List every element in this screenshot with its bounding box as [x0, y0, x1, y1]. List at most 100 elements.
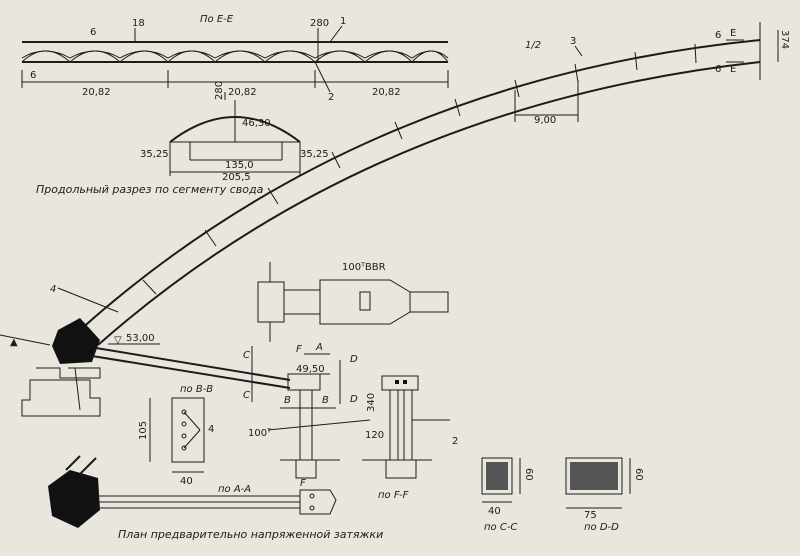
- section-dd-title: по D-D: [584, 522, 619, 533]
- jack-label: 100ᵀBBR: [342, 262, 386, 273]
- dim-6-top: 6: [90, 27, 96, 38]
- abutment-footing: [21, 379, 101, 417]
- arch-joint-8: [574, 63, 579, 83]
- arch-dim-6b: 6: [715, 64, 721, 75]
- section-dd: 60 75 по D-D: [565, 457, 644, 533]
- abutment-block: [52, 318, 100, 364]
- cc-section-hatch: [486, 462, 508, 490]
- arch-joint-5: [394, 121, 403, 140]
- tie-lower: [91, 355, 291, 389]
- support-cap: [287, 373, 321, 391]
- support-column: 49,50 F A D D B B: [280, 342, 358, 479]
- arch-joint-10: [694, 43, 697, 64]
- arch-joint-9: [634, 51, 638, 71]
- arch-joint-6: [454, 98, 461, 117]
- callout-1: 1: [340, 16, 346, 27]
- dd-section-rect: [565, 457, 623, 495]
- segment-dim-280: 280: [214, 81, 225, 100]
- elevation-53: ▽ 53,00: [108, 333, 160, 346]
- abutment-ref-line: [0, 334, 51, 346]
- jack-anchor-plate: [257, 281, 285, 323]
- section-cc-title: по С-С: [484, 522, 517, 533]
- vault-waves-inner: [21, 50, 449, 59]
- jack-cylinder: [409, 291, 449, 313]
- main-arch: 1/2 3 6 6 E E 374 9,00 4: [50, 22, 790, 346]
- bb-strand-2: [183, 429, 201, 449]
- cc-section-rect: [481, 457, 513, 495]
- section-ee: По Е-Е 6 18 280 1 6 2 20,82 20,82 20,82: [21, 14, 449, 103]
- bb-strand-1: [183, 411, 201, 431]
- support-footing: [295, 459, 317, 479]
- ff-cap-hole-1: [395, 380, 399, 384]
- dd-dim-75: 75: [584, 510, 597, 521]
- arch-joint-1: [142, 279, 157, 295]
- segment-section: 280 46,30 35,25 35,25 135,0 205,5: [140, 81, 329, 183]
- ff-cap: [381, 375, 419, 391]
- callout-2: 2: [328, 92, 334, 103]
- abutment: ▲: [0, 318, 101, 417]
- arch-dim-374: 374: [779, 30, 790, 49]
- span-2: 20,82: [228, 87, 257, 98]
- callout-3: 3: [570, 36, 576, 47]
- caption-plan: План предварительно напряженной затяжки: [118, 528, 383, 541]
- label-100t-leader: [267, 419, 371, 431]
- plan-anchor-bolt-2: [309, 505, 315, 511]
- label-b-left: B: [284, 395, 291, 406]
- dim-6-left: 6: [30, 70, 36, 81]
- ff-cap-hole-2: [403, 380, 407, 384]
- plan-anchor-bolt-1: [309, 493, 315, 499]
- vault-waves: [21, 50, 449, 63]
- arch-half-label: 1/2: [525, 40, 541, 51]
- section-cc: 60 40 по С-С: [481, 457, 534, 533]
- dim-120: 120: [365, 430, 384, 441]
- dim-340: 340: [366, 393, 377, 412]
- segment-dim-mid: 135,0: [225, 160, 254, 171]
- dd-section-hatch: [570, 462, 618, 490]
- plan-strand-a: [65, 455, 81, 471]
- plan-abutment-block: [48, 470, 100, 528]
- section-aa-title: по А-А: [218, 484, 251, 495]
- bb-dim-105: 105: [138, 421, 149, 440]
- dim-18: 18: [132, 18, 145, 29]
- plan-end-anchor: [299, 489, 337, 515]
- arch-upper-edge: [79, 39, 761, 331]
- bb-bolt-2: [181, 421, 187, 427]
- elevation-53-value: 53,00: [126, 333, 155, 344]
- callout-4-leader: [57, 287, 119, 313]
- bb-bolt-4: [181, 445, 187, 451]
- callout-3-leader: [574, 45, 583, 57]
- prestressed-tie: C C: [91, 346, 291, 402]
- bb-bolt-3: [181, 433, 187, 439]
- label-e-bottom: E: [730, 64, 736, 75]
- label-d-top: D: [350, 354, 358, 365]
- label-b-right: B: [322, 395, 329, 406]
- callout-4-arch: 4: [50, 284, 56, 295]
- section-ff: 340 120 по F-F 2: [362, 375, 458, 501]
- abutment-arrow: ▲: [10, 337, 18, 348]
- jack-piston: [359, 291, 371, 311]
- dim-900: 9,00: [534, 115, 556, 126]
- bb-dim-40: 40: [180, 476, 193, 487]
- elevation-53-marker: ▽: [114, 335, 122, 346]
- bb-plate: [171, 397, 205, 463]
- cc-dim-40: 40: [488, 506, 501, 517]
- caption-longitudinal-section: Продольный разрез по сегменту свода: [36, 183, 264, 196]
- label-f: F: [296, 344, 302, 355]
- tie-upper: [95, 347, 291, 381]
- label-e-top: E: [730, 28, 736, 39]
- section-aa-plan: по А-А F: [48, 455, 337, 528]
- dim-280: 280: [310, 18, 329, 29]
- label-a: A: [315, 342, 323, 353]
- arch-joint-4: [331, 151, 341, 169]
- callout-2-support: 2: [452, 436, 458, 447]
- label-f-plan: F: [300, 478, 306, 489]
- dd-dim-60: 60: [633, 468, 644, 481]
- span-3: 20,82: [372, 87, 401, 98]
- label-c-bottom: C: [243, 390, 250, 401]
- elevation-49: 49,50: [296, 364, 325, 375]
- arch-lower-edge: [97, 61, 761, 346]
- label-100t: 100ᵀ: [248, 428, 271, 439]
- callout-4-bb: 4: [208, 424, 214, 435]
